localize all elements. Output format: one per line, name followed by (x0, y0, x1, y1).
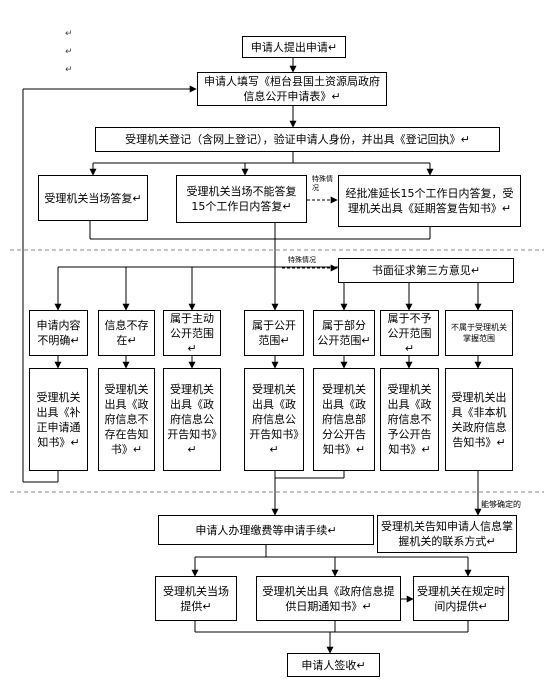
extend-box: 经批准延长15个工作日内答复，受理机关出具《延期答复告知书》↵ (338, 175, 521, 227)
category-not-in-scope: 不属于受理机关掌握范围 (445, 310, 513, 356)
inform-contact-box: 受理机关告知申请人信息掌握机关的联系方式↵ (377, 515, 517, 553)
apply-box: 申请人提出申请↵ (242, 36, 346, 58)
margin-mark: ↵ (65, 65, 73, 75)
category-non-disclose: 属于不予公开范围↵ (380, 310, 439, 356)
result-not-scope-notice: 受理机关出具《非本机关政府信息告知书》↵ (445, 368, 513, 471)
provide-now-box: 受理机关当场提供↵ (155, 576, 237, 621)
category-unclear: 申请内容不明确↵ (29, 310, 88, 356)
answer-15days-box: 受理机关当场不能答复 15个工作日内答复↵ (176, 175, 307, 223)
third-party-box: 书面征求第三方意见↵ (338, 258, 514, 283)
category-not-exist: 信息不存在↵ (98, 310, 155, 356)
provide-date-notice-box: 受理机关出具《政府信息提供日期通知书》↵ (256, 576, 401, 621)
result-public-notice: 受理机关出具《政府信息公开告知书》↵ (244, 368, 304, 471)
provide-later-box: 受理机关在规定时间内提供↵ (413, 576, 509, 621)
sign-receipt-box: 申请人签收↵ (287, 653, 380, 677)
register-box: 受理机关登记（含网上登记），验证申请人身份，并出具《登记回执》↵ (95, 127, 500, 152)
fill-form-box: 申请人填写《桓台县国土资源局政府信息公开申请表》↵ (197, 72, 387, 106)
answer-now-box: 受理机关当场答复↵ (38, 175, 148, 221)
special-case-note: 特殊情况 (288, 256, 316, 264)
margin-mark: ↵ (65, 29, 73, 39)
result-partial-notice: 受理机关出具《政府信息部分公开告知书》↵ (313, 368, 375, 471)
category-partial: 属于部分公开范围↵ (313, 310, 375, 356)
pay-procedure-box: 申请人办理缴费等申请手续↵ (158, 515, 374, 545)
determinable-note: 能够确定的 (481, 500, 521, 509)
result-not-exist-notice: 受理机关出具《政府信息不存在告知书》↵ (98, 368, 155, 471)
result-proactive-notice: 受理机关出具《政府信息公开告知书》↵ (163, 368, 221, 471)
category-proactive: 属于主动公开范围↵ (163, 310, 221, 356)
special-case-note: 特殊情况 (312, 175, 333, 192)
margin-mark: ↵ (65, 47, 73, 57)
result-non-disclose-notice: 受理机关出具《政府信息不予公开告知书》↵ (380, 368, 439, 471)
result-supplement-notice: 受理机关出具《补正申请通知书》↵ (29, 368, 88, 471)
category-public: 属于公开范围↵ (244, 310, 304, 356)
